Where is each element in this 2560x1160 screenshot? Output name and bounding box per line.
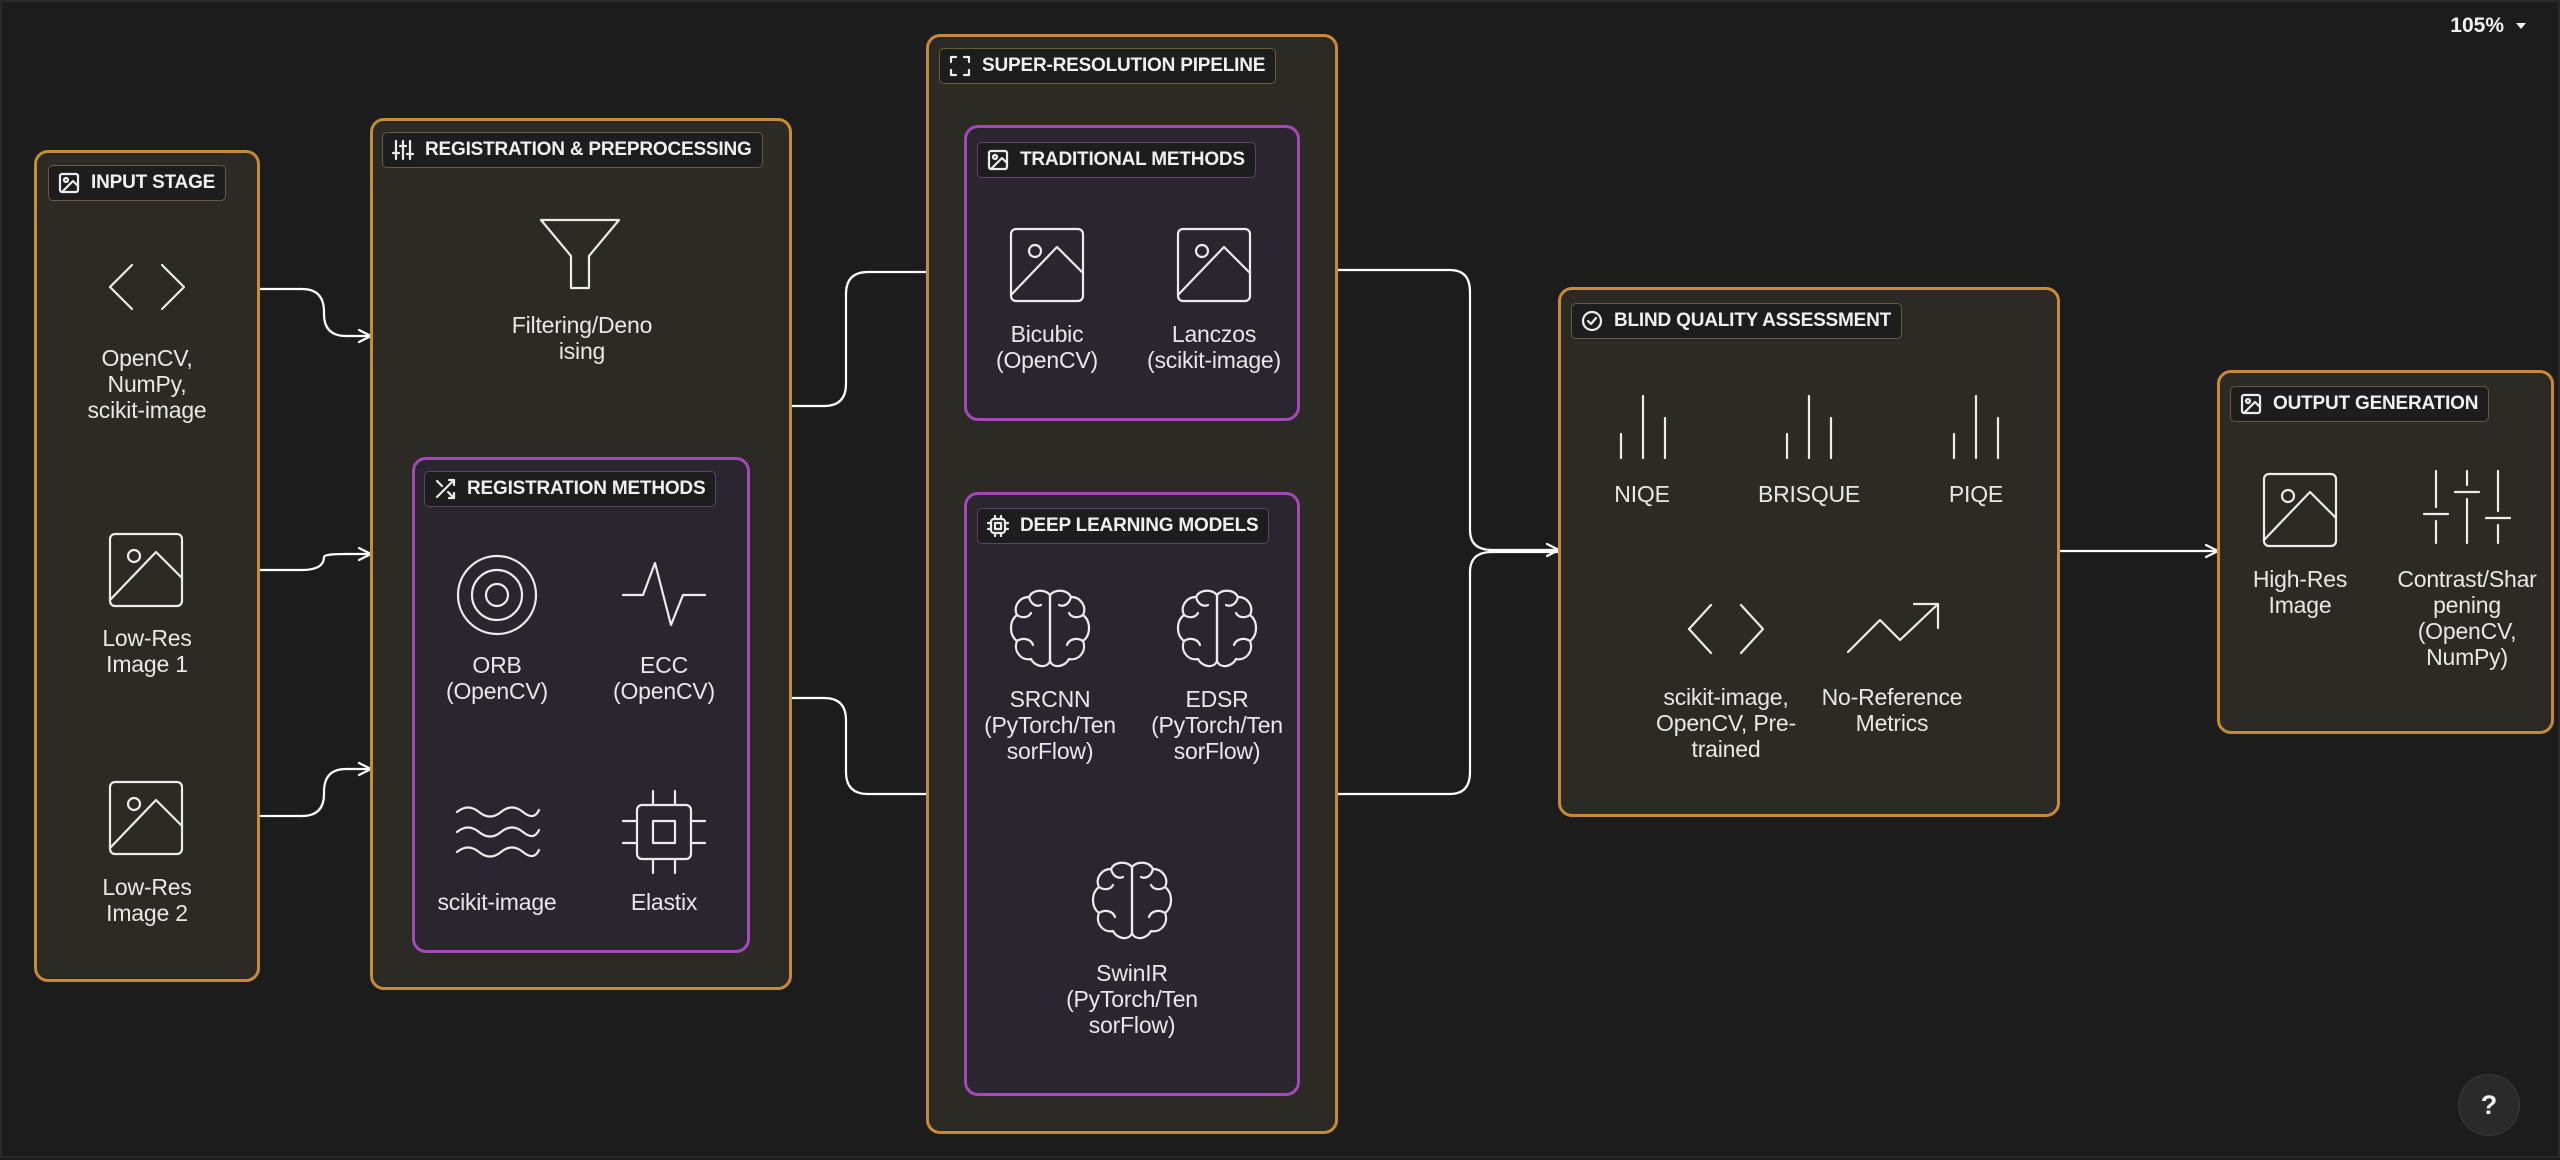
quality-assessment-panel [1558,287,2060,817]
niqe-caption: NIQE [1614,481,1670,507]
maximize-icon [949,55,971,77]
zoom-control[interactable]: 105% [2450,14,2528,38]
registration-methods-label: REGISTRATION METHODS [424,471,717,507]
ecc-caption: ECC (OpenCV) [613,652,715,704]
quality-libraries-caption: scikit-image, OpenCV, Pre- trained [1656,684,1796,762]
low-res-image-1-caption: Low-Res Image 1 [102,625,192,677]
waves-icon [455,806,541,858]
chip-icon [986,514,1010,538]
deep-learning-title: DEEP LEARNING MODELS [1020,515,1259,536]
check-circle-icon [1581,310,1603,332]
image-icon [987,149,1009,171]
bar-chart-icon [1952,394,2000,460]
input-stage-title: INPUT STAGE [91,172,216,193]
sliders-icon [391,139,415,161]
image-icon [1009,227,1085,303]
connector-traditional-quality [1300,268,1561,558]
chevron-down-icon [2516,23,2526,29]
image-icon [2262,472,2338,548]
bar-chart-icon [1785,394,1833,460]
image-icon [58,172,80,194]
contrast-sharpening-caption: Contrast/Shar pening (OpenCV, NumPy) [2397,566,2537,670]
brain-icon [1176,589,1258,668]
image-icon [2240,393,2262,415]
registration-methods-title: REGISTRATION METHODS [467,478,706,499]
no-reference-metrics-caption: No-Reference Metrics [1821,684,1963,736]
registration-stage-title: REGISTRATION & PREPROCESSING [425,139,752,160]
zoom-level: 105% [2450,14,2504,37]
code-icon [1687,603,1765,655]
deep-learning-label: DEEP LEARNING MODELS [977,508,1270,544]
traditional-methods-title: TRADITIONAL METHODS [1020,149,1245,170]
orb-caption: ORB (OpenCV) [446,652,548,704]
filtering-denoising-caption: Filtering/Deno ising [511,312,653,364]
scikit-image-caption: scikit-image [437,889,557,915]
super-resolution-label: SUPER-RESOLUTION PIPELINE [939,48,1277,84]
quality-assessment-title: BLIND QUALITY ASSESSMENT [1614,310,1892,331]
image-icon [108,532,184,608]
srcnn-caption: SRCNN (PyTorch/Ten sorFlow) [984,686,1116,764]
elastix-caption: Elastix [630,889,698,915]
filter-icon [539,218,621,290]
trending-up-icon [1846,602,1940,654]
input-stage-panel [34,150,260,982]
help-button-label: ? [2480,1089,2498,1120]
image-icon [1176,227,1252,303]
traditional-methods-label: TRADITIONAL METHODS [977,142,1256,178]
help-button[interactable]: ? [2458,1074,2520,1136]
edsr-caption: EDSR (PyTorch/Ten sorFlow) [1151,686,1283,764]
code-icon [108,263,186,311]
lanczos-caption: Lanczos (scikit-image) [1147,321,1281,373]
brain-icon [1009,589,1091,668]
piqe-caption: PIQE [1948,481,2004,507]
brain-icon [1091,861,1173,940]
registration-stage-label: REGISTRATION & PREPROCESSING [382,132,763,168]
super-resolution-title: SUPER-RESOLUTION PIPELINE [982,55,1266,76]
target-icon [456,554,538,636]
image-icon [108,780,184,856]
quality-assessment-label: BLIND QUALITY ASSESSMENT [1571,303,1903,339]
cpu-icon [621,789,707,875]
brisque-caption: BRISQUE [1757,481,1861,507]
low-res-image-2-caption: Low-Res Image 2 [102,874,192,926]
bicubic-caption: Bicubic (OpenCV) [996,321,1098,373]
swinir-caption: SwinIR (PyTorch/Ten sorFlow) [1066,960,1198,1038]
connector-deeplearning-quality [1300,550,1558,796]
sliders-icon [2422,469,2512,545]
shuffle-icon [435,478,456,500]
activity-icon [621,561,707,627]
high-res-image-caption: High-Res Image [2252,566,2348,618]
registration-methods-panel [412,457,750,953]
output-generation-title: OUTPUT GENERATION [2273,393,2479,414]
deep-learning-panel [964,492,1300,1096]
output-generation-panel [2217,370,2554,734]
input-libraries-caption: OpenCV, NumPy, scikit-image [87,345,207,423]
input-stage-label: INPUT STAGE [48,165,227,201]
output-generation-label: OUTPUT GENERATION [2230,386,2490,422]
bar-chart-icon [1619,394,1667,460]
